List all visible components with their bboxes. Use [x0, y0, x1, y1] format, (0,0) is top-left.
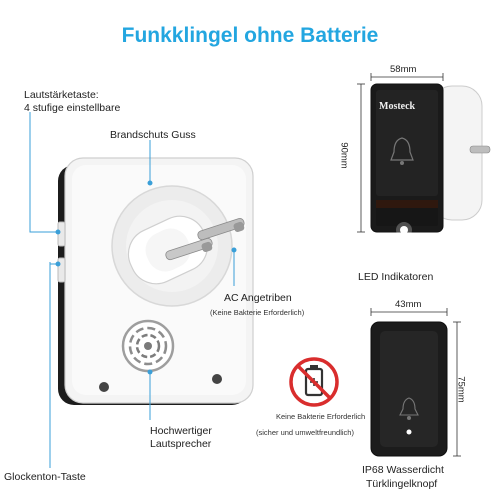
door-button	[370, 321, 448, 457]
no-battery-label-1: Keine Bakterie Erforderlich	[276, 412, 366, 421]
ringtone-key-label: Glockenton-Taste	[4, 471, 86, 483]
receiver-height-label: 90mm	[338, 142, 350, 169]
button-width-label: 43mm	[395, 299, 422, 310]
plug-prongs	[165, 218, 245, 261]
button-dimension-lines	[370, 308, 461, 457]
leader-lines	[29, 112, 237, 468]
speaker-grille	[121, 319, 175, 373]
speaker-label-1: Hochwertiger	[150, 425, 212, 437]
button-height-label: 75mm	[455, 376, 467, 403]
volume-key-label-2: 4 stufige einstellbare	[24, 102, 121, 114]
no-battery-label-2: (sicher und umweltfreundlich)	[256, 428, 354, 437]
speaker-label-2: Lautsprecher	[150, 438, 212, 450]
waterproof-label-1: IP68 Wasserdicht	[362, 464, 444, 476]
led-indicators-label: LED Indikatoren	[358, 271, 434, 283]
ac-powered-label: AC Angetriben	[224, 292, 292, 304]
volume-key-label-1: Lautstärketaste:	[24, 89, 99, 101]
ringtone-button	[57, 257, 66, 283]
receiver-front	[370, 83, 491, 238]
waterproof-label-2: Türklingelknopf	[366, 478, 438, 490]
fireproof-case-label: Brandschuts Guss	[110, 129, 196, 141]
receiver-dimension-lines	[357, 73, 444, 233]
ac-powered-note: (Keine Bakterie Erforderlich)	[210, 308, 305, 317]
no-battery-icon	[289, 357, 339, 407]
receiver-width-label: 58mm	[390, 64, 417, 75]
plug-body	[127, 215, 209, 285]
screw-hole-left	[99, 382, 109, 392]
brand-logo: Mosteck	[379, 101, 416, 112]
screw-hole-right	[212, 374, 222, 384]
page-title: Funkklingel ohne Batterie	[121, 24, 379, 47]
